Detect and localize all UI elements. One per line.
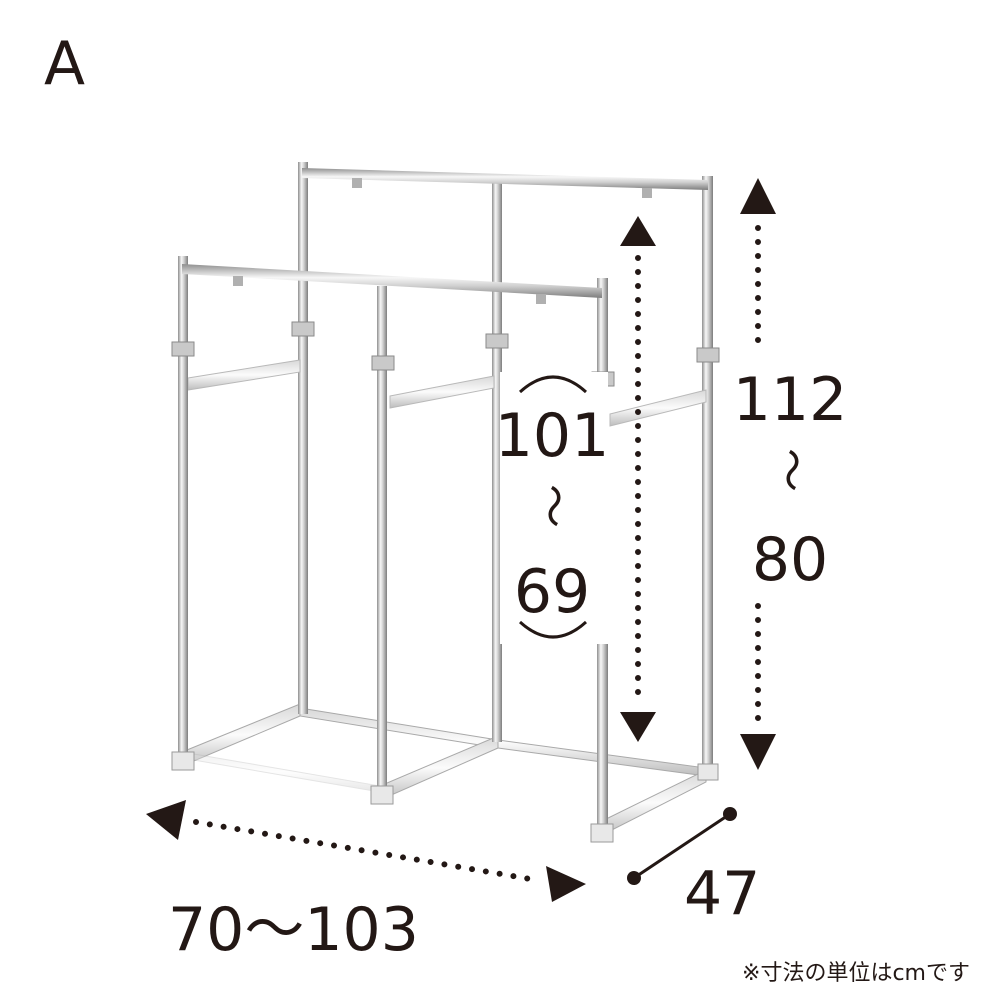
back-height-min: 80 (752, 525, 828, 595)
rack-back-right-post (702, 176, 713, 768)
rack-clamp-3 (371, 355, 395, 371)
back-height-arrow-up (740, 178, 776, 214)
rack-front-base-bar-left (181, 751, 381, 793)
rack-clamp-1 (171, 341, 195, 357)
unit-note: ※寸法の単位はcmです (742, 961, 970, 986)
width-arrow-left (146, 800, 186, 840)
depth-value: 47 (684, 859, 760, 929)
width-dotted-line (193, 819, 539, 883)
rack-clamp-2 (291, 321, 315, 337)
rack-right-base-bar (599, 769, 707, 837)
rack-front-hook-2 (536, 294, 546, 304)
rack-rail-mid (389, 375, 495, 409)
rack-foot-1 (171, 751, 195, 771)
front-height-brace-top (518, 375, 588, 394)
rack-mid-base-bar (379, 735, 499, 801)
depth-endpoint-back (723, 807, 737, 821)
rack-illustration (171, 162, 720, 843)
rack-front-left-post (178, 256, 188, 756)
rack-back-hook-2 (642, 188, 652, 198)
variant-label: A (44, 29, 85, 99)
back-height-max: 112 (733, 365, 848, 435)
front-height-range-sign: 〜 (527, 484, 578, 528)
width-dimension: 70〜103 (146, 800, 586, 965)
rack-clamp-6 (696, 347, 720, 363)
rack-front-top-bar (182, 264, 602, 298)
width-range: 70〜103 (168, 895, 419, 965)
front-height-min: 69 (514, 557, 590, 627)
rack-rail-right (609, 389, 707, 427)
rack-back-mid-post (492, 182, 502, 742)
back-height-arrow-down (740, 734, 776, 770)
back-height-range-sign: 〜 (765, 448, 816, 492)
front-height-arrow-down (620, 712, 656, 742)
back-height-dimension: 112 〜 80 (730, 178, 847, 770)
rack-front-mid-post (377, 286, 387, 790)
rack-foot-2 (370, 785, 394, 805)
front-height-arrow-up (620, 216, 656, 246)
rack-back-top-bar (302, 168, 708, 190)
rack-clamp-4 (485, 333, 509, 349)
rack-foot-4 (697, 763, 719, 781)
depth-dimension: 47 (627, 807, 760, 929)
front-height-dimension: 101 〜 69 (495, 216, 656, 742)
depth-line (633, 812, 731, 880)
rack-back-left-post (298, 162, 308, 714)
depth-endpoint-front (627, 871, 641, 885)
rack-front-hook-1 (233, 276, 243, 286)
width-arrow-right (546, 866, 586, 902)
rack-back-hook-1 (352, 178, 362, 188)
front-height-brace-bottom (518, 620, 588, 639)
rack-foot-3 (590, 823, 614, 843)
rack-rail-left (187, 359, 301, 391)
front-height-max: 101 (495, 401, 610, 471)
